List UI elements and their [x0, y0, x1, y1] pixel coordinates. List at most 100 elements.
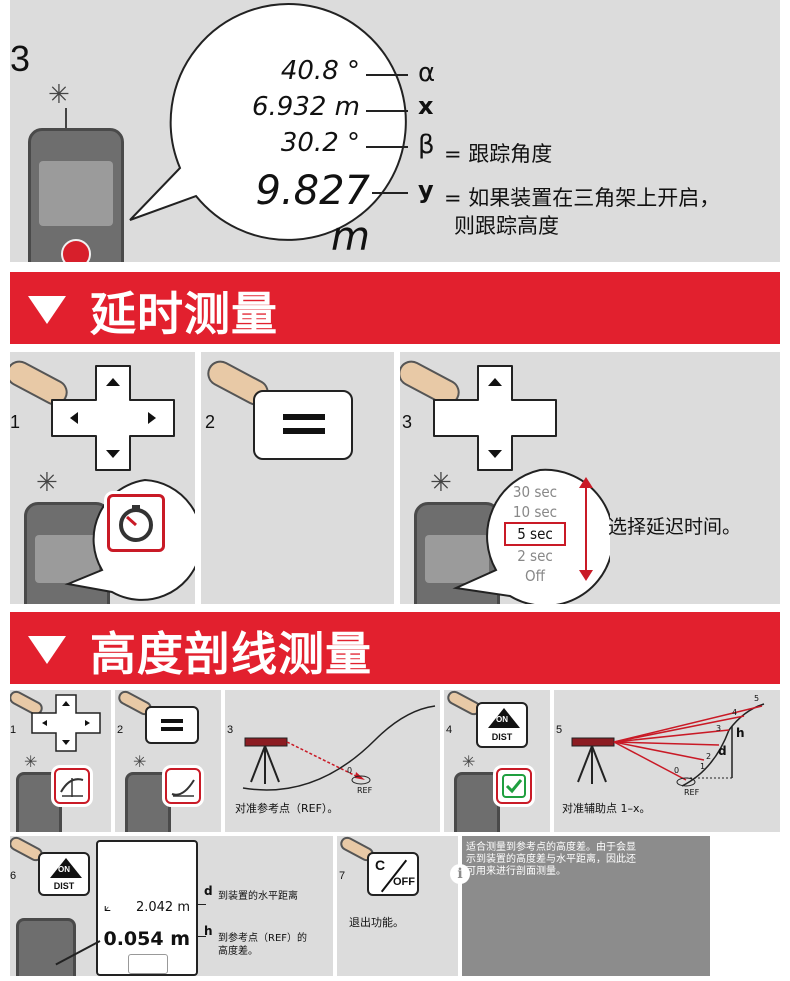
- height-profile-icon[interactable]: [54, 768, 90, 804]
- profile-diagram: [571, 703, 765, 787]
- device-illustration: [16, 918, 76, 976]
- equals-icon-bar: [161, 727, 183, 731]
- step-number: 3: [10, 38, 31, 79]
- device-illustration: [28, 128, 124, 262]
- on-label: ON: [58, 865, 70, 874]
- profile-mode-icon: [128, 954, 168, 974]
- height-step-4: 4 ON DIST ✳: [444, 690, 550, 832]
- step-number: 5: [556, 724, 563, 736]
- section-header-height-profile: 高度剖线测量: [10, 612, 780, 684]
- connector-line: [366, 110, 408, 112]
- step-number: 3: [227, 724, 234, 736]
- clear-off-button[interactable]: C OFF: [367, 852, 419, 896]
- triangle-down-icon: [28, 296, 66, 324]
- off-label: OFF: [393, 876, 415, 888]
- triangle-up-icon: [50, 858, 82, 878]
- section-title: 高度剖线测量: [90, 627, 372, 681]
- top-panel: 3 ✳ 40.8 ° α 6.932 m x 30.2 ° β = 跟踪角度 9…: [10, 0, 780, 262]
- equals-icon: [283, 414, 325, 420]
- triangle-up-icon: [488, 708, 520, 728]
- reading-angle-alpha: 40.8 °: [280, 56, 360, 86]
- timer-options-list[interactable]: 30 sec 10 sec 5 sec 2 sec Off: [500, 482, 570, 586]
- tripod-diagram: [242, 705, 436, 791]
- h-description-line2: 高度差。: [218, 946, 258, 957]
- timer-icon[interactable]: [107, 494, 165, 552]
- connector-line: [372, 192, 408, 194]
- symbol-alpha: α: [418, 58, 436, 88]
- timer-option[interactable]: Off: [525, 567, 545, 585]
- reading-distance-y: 9.827 m: [255, 168, 370, 260]
- step-number: 1: [10, 412, 21, 432]
- dpad-icon[interactable]: [48, 364, 178, 472]
- height-step-2: 2 ✳: [115, 690, 221, 832]
- y-description: = 如果装置在三角架上开启，: [444, 186, 721, 210]
- speech-bubble: [452, 468, 610, 604]
- h-symbol: h: [204, 924, 213, 938]
- profile-chart-icon: [171, 779, 195, 797]
- height-step-6: 6 ON DIST ⟀ 2.042 m 0.054 m d 到装置的水平距离 h…: [10, 836, 333, 976]
- point-label-1: 1: [700, 762, 706, 771]
- d-symbol: d: [204, 884, 213, 898]
- reading-distance-x: 6.932 m: [251, 92, 360, 122]
- info-text-line-3: 可用来进行剖面测量。: [466, 866, 566, 877]
- timer-option[interactable]: 2 sec: [517, 547, 553, 565]
- ref-zero-label: 0: [347, 766, 353, 775]
- equals-icon-bar: [283, 428, 325, 434]
- distance-icon: ⟀: [104, 900, 112, 914]
- stopwatch-icon: [119, 505, 153, 542]
- connector-line: [198, 904, 206, 905]
- ref-label: REF: [684, 788, 700, 797]
- device-illustration: [454, 772, 500, 832]
- timer-option-selected[interactable]: 5 sec: [504, 522, 566, 546]
- c-label: C: [375, 857, 386, 873]
- symbol-x: x: [418, 92, 434, 120]
- symbol-y: y: [418, 176, 434, 204]
- timer-option[interactable]: 30 sec: [512, 483, 558, 501]
- info-icon: i: [450, 864, 470, 884]
- step-number: 2: [117, 724, 124, 736]
- step7-caption: 退出功能。: [349, 916, 404, 929]
- step-number: 6: [10, 870, 17, 882]
- step3-caption: 对准参考点（REF）。: [235, 802, 339, 815]
- height-profile-icon[interactable]: [165, 768, 201, 804]
- on-dist-button[interactable]: ON DIST: [476, 702, 528, 748]
- symbol-beta: β: [418, 130, 435, 160]
- delay-step-3: 3 ✳ 30 sec 10 sec 5 sec 2 sec Off 选择延迟时间…: [400, 352, 780, 604]
- height-step-5: 5 0 1 2 3 4 5 h d REF 对准辅助点 1–x。: [554, 690, 780, 832]
- on-dist-button[interactable]: ON DIST: [38, 852, 90, 896]
- connector-line: [366, 146, 408, 148]
- laser-sparkle-icon: ✳: [36, 468, 58, 498]
- height-step-3: 3 0 REF 对准参考点（REF）。: [225, 690, 440, 832]
- connector-line: [366, 74, 408, 76]
- equals-button[interactable]: [145, 706, 199, 744]
- dist-label: DIST: [53, 881, 75, 891]
- point-label-2: 2: [706, 752, 712, 761]
- profile-chart-icon: [60, 778, 84, 797]
- step-number: 7: [339, 870, 346, 882]
- readout-d-value: 2.042 m: [135, 900, 190, 915]
- check-icon: [502, 774, 526, 798]
- connector-line: [198, 936, 206, 937]
- delay-step-1: 1 ✳: [10, 352, 195, 604]
- triangle-down-icon: [28, 636, 66, 664]
- info-text-line-2: 示到装置的高度差与水平距离，因此还: [466, 854, 636, 865]
- timer-option[interactable]: 10 sec: [512, 503, 558, 521]
- confirm-check-icon[interactable]: [496, 768, 532, 804]
- step-number: 2: [205, 412, 216, 432]
- info-text-line-1: 适合测量到参考点的高度差。由于会显: [466, 842, 636, 853]
- h-description: 到参考点（REF）的: [218, 933, 308, 944]
- device-logo-icon: [61, 239, 91, 262]
- d-description: 到装置的水平距离: [218, 891, 298, 902]
- equals-button[interactable]: [253, 390, 353, 460]
- point-label-5: 5: [754, 694, 760, 703]
- dpad-icon[interactable]: [30, 694, 102, 752]
- dist-label: DIST: [491, 732, 513, 742]
- device-screen: [39, 161, 113, 226]
- step-number: 3: [402, 412, 413, 432]
- beta-description: = 跟踪角度: [444, 142, 553, 166]
- point-label-3: 3: [716, 724, 722, 733]
- dpad-icon[interactable]: [430, 364, 560, 472]
- step5-caption: 对准辅助点 1–x。: [562, 802, 651, 815]
- delay-step-2: 2: [201, 352, 394, 604]
- height-step-7: 7 C OFF 退出功能。: [337, 836, 458, 976]
